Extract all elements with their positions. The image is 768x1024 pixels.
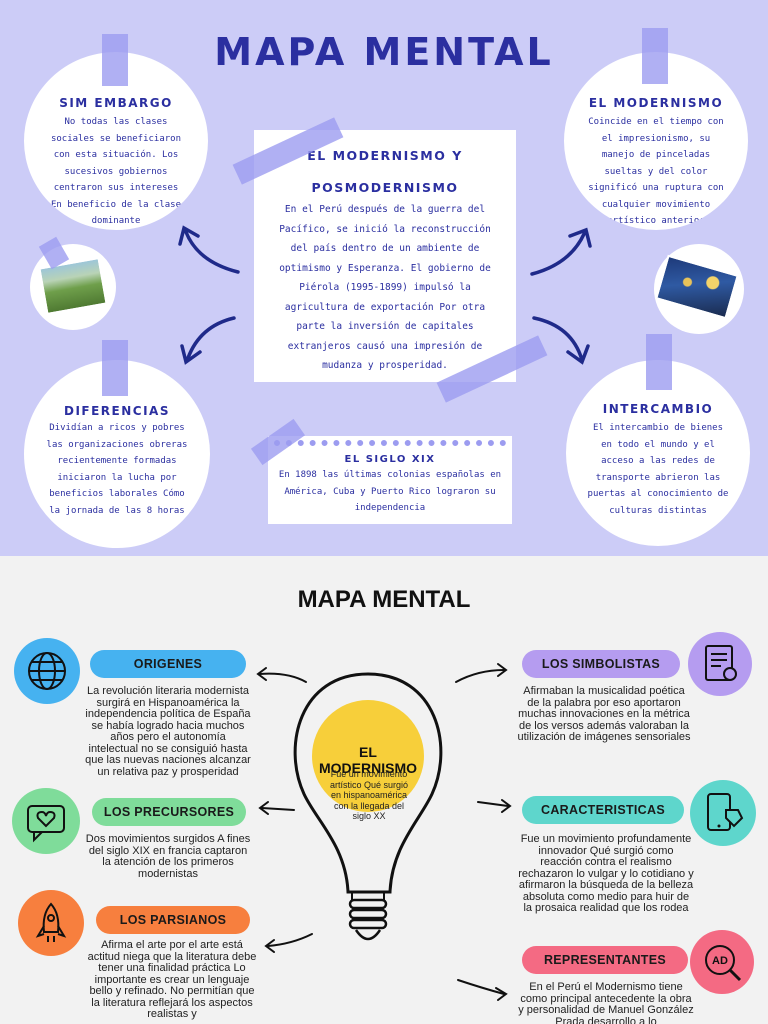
parsianos-pill: LOS PARSIANOS [96,906,250,934]
intercambio-circle: INTERCAMBIO El intercambio de bienes en … [566,360,750,546]
phone-tag-icon-circle [690,780,756,846]
bottom-poster: MAPA MENTAL EL MODERNISMO Fue un movimie… [0,556,768,1024]
parsianos-text: Afirma el arte por el arte está actitud … [87,939,257,1020]
siglo-xix-note: EL SIGLO XIX En 1898 las últimas colonia… [268,436,512,524]
sim-embargo-title: SIM EMBARGO [59,96,173,110]
certificate-icon-circle [688,632,752,696]
arrow-down-right [532,316,584,362]
precursores-pill: LOS PRECURSORES [92,798,246,826]
dotted-border [274,440,506,448]
arrow-down-left [186,316,236,360]
origenes-text: La revolución literaria modernista surgi… [85,685,251,778]
arrow-up-left [184,230,240,274]
ad-icon-circle: AD [690,930,754,994]
siglo-xix-text: En 1898 las últimas colonias españolas e… [278,470,502,513]
center-note: EL MODERNISMO Y POSMODERNISMO En el Perú… [254,130,516,382]
center-note-title-1: EL MODERNISMO Y [307,148,463,163]
top-poster: MAPA MENTAL SIM EMBARGO No todas las cla… [0,0,768,556]
simbolistas-pill: LOS SIMBOLISTAS [522,650,680,678]
sim-embargo-text: No todas las clases sociales se benefici… [50,117,182,226]
lightbulb-icon [256,663,512,1001]
origenes-pill: ORIGENES [90,650,246,678]
rocket-icon [35,902,67,942]
tape-strip [642,28,668,84]
certificate-icon [705,645,737,681]
intercambio-title: INTERCAMBIO [602,402,714,416]
center-text: Fue un movimiento artístico Qué surgió e… [329,769,409,821]
siglo-xix-title: EL SIGLO XIX [344,454,436,465]
center-note-text: En el Perú después de la guerra del Pací… [279,204,491,371]
tape-strip [102,340,128,396]
arrow-up-right [530,232,586,276]
tape-strip [646,334,672,390]
center-note-title-2: POSMODERNISMO [311,180,459,195]
precursores-text: Dos movimientos surgidos A fines del sig… [85,833,251,880]
intercambio-text: El intercambio de bienes en todo el mund… [587,423,729,516]
bottom-title: MAPA MENTAL [297,586,471,613]
diferencias-title: DIFERENCIAS [63,404,170,418]
representantes-pill: REPRESENTANTES [522,946,688,974]
arrow-up-left-head [178,225,200,246]
caracteristicas-text: Fue un movimiento profundamente innovado… [518,833,694,914]
caracteristicas-pill: CARACTERISTICAS [522,796,684,824]
representantes-text: En el Perú el Modernismo tiene como prin… [518,981,694,1024]
svg-text:AD: AD [712,955,728,967]
center-title: EL MODERNISMO [319,744,417,776]
top-title: MAPA MENTAL [214,30,554,74]
chat-heart-icon [27,805,65,843]
globe-icon-circle [14,638,80,704]
phone-tag-icon [707,793,744,831]
simbolistas-text: Afirmaban la musicalidad poética de la p… [517,685,691,743]
chat-heart-icon-circle [12,788,80,854]
el-modernismo-text: Coincide en el tiempo con el impresionis… [588,117,724,226]
ad-icon: AD [705,945,742,982]
diferencias-text: Dividían a ricos y pobres las organizaci… [46,423,188,516]
el-modernismo-circle: EL MODERNISMO Coincide en el tiempo con … [564,52,748,230]
tape-strip [102,34,128,86]
arrow-down-left-head [180,344,202,365]
arrow-up-right-head [568,227,592,248]
globe-icon [28,652,66,690]
top-arrows [178,225,592,365]
arrow-down-right-head [566,344,590,365]
rocket-icon-circle [18,890,84,956]
el-modernismo-title: EL MODERNISMO [588,96,724,110]
